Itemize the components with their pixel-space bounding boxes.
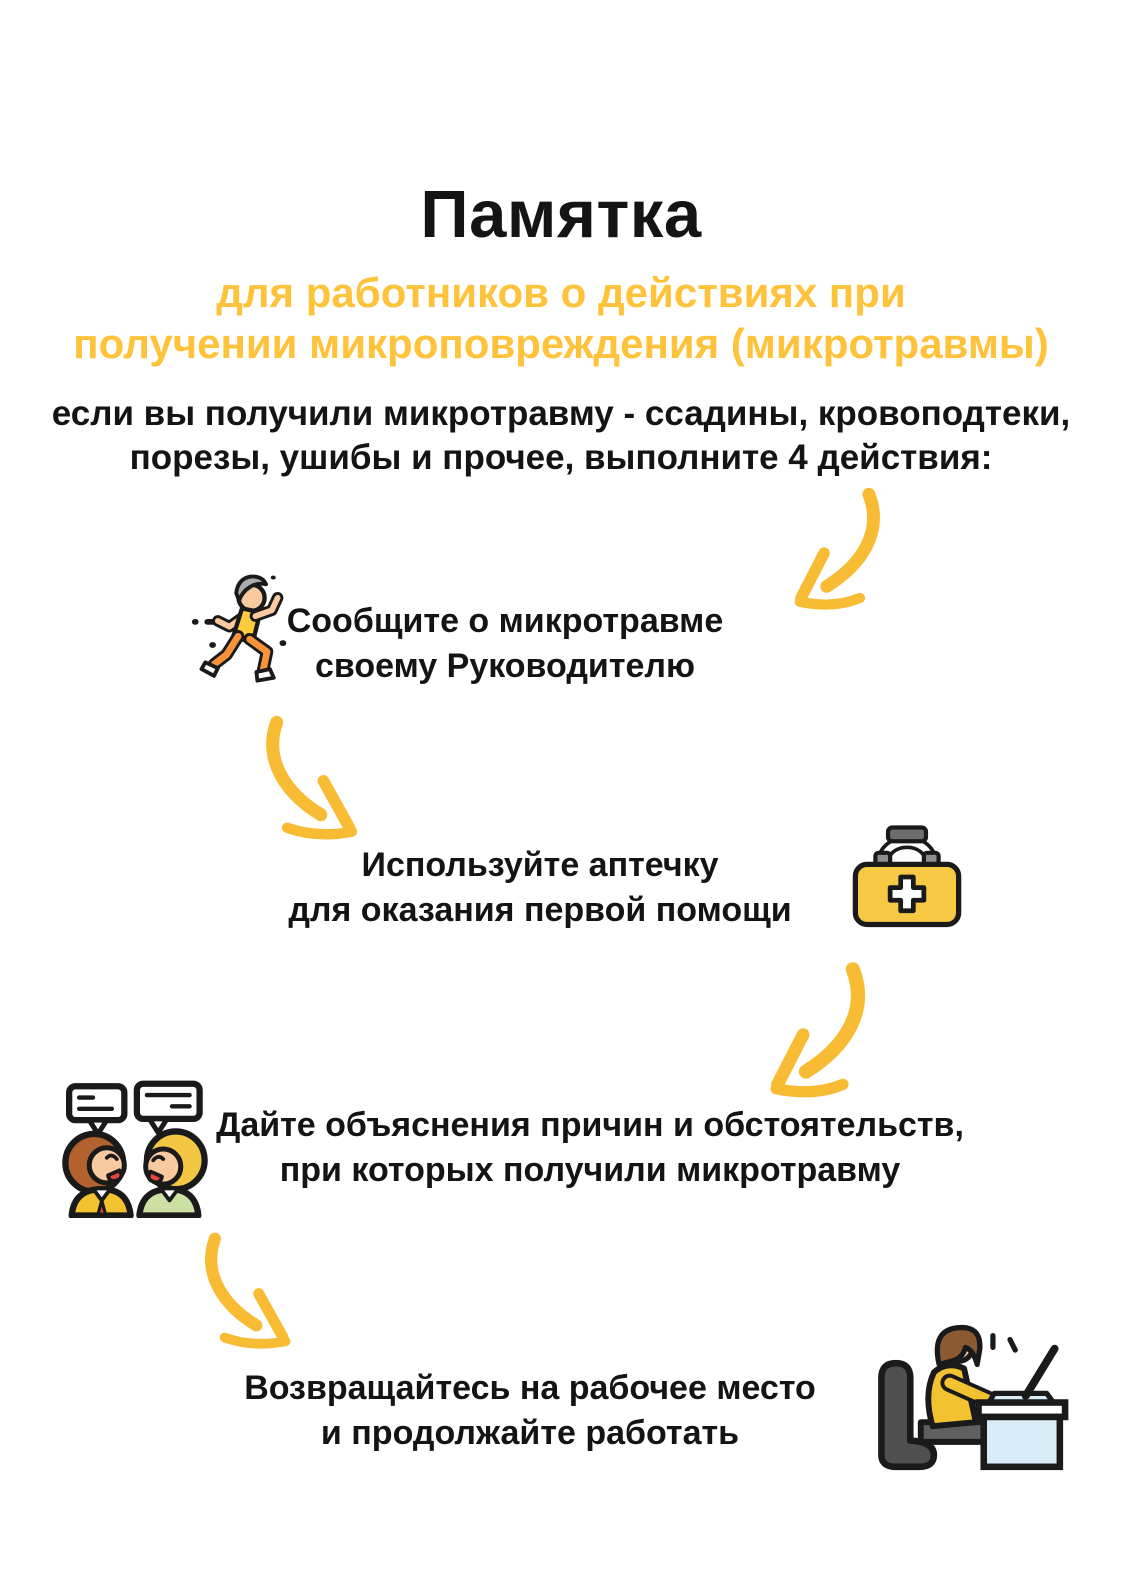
conversation-icon: [52, 1080, 218, 1218]
first-aid-kit-icon: [848, 820, 966, 932]
page-title: Памятка: [420, 177, 702, 252]
arrow-down-right-icon-2: [188, 1226, 310, 1354]
step-3-line-2: при которых получили микротравму: [279, 1151, 901, 1189]
step-3-line-1: Дайте объяснения причин и обстоятельств,: [216, 1106, 964, 1144]
workstation-icon: [862, 1312, 1074, 1476]
step-2-line-1: Используйте аптечку: [361, 846, 719, 884]
step-1-line-1: Сообщите о микротравме: [286, 602, 724, 640]
step-4-text: Возвращайтесь на рабочее место и продолж…: [228, 1366, 832, 1456]
arrow-down-left-icon-2: [752, 958, 894, 1100]
page-subtitle: для работников о действиях при получении…: [0, 267, 1122, 369]
subtitle-line-2: получении микроповреждения (микротравмы): [73, 320, 1049, 367]
arrow-down-right-icon-1: [238, 712, 388, 842]
subtitle-line-1: для работников о действиях при: [216, 269, 906, 316]
running-worker-icon: [188, 570, 294, 694]
step-1-text: Сообщите о микротравме своему Руководите…: [260, 599, 750, 689]
step-1-line-2: своему Руководителю: [314, 647, 696, 685]
step-2-line-2: для оказания первой помощи: [288, 891, 792, 929]
intro-text: если вы получили микротравму - ссадины, …: [0, 392, 1122, 480]
step-4-line-2: и продолжайте работать: [320, 1414, 740, 1452]
intro-line-1: если вы получили микротравму - ссадины, …: [51, 394, 1071, 433]
step-2-text: Используйте аптечку для оказания первой …: [278, 843, 802, 933]
step-3-text: Дайте объяснения причин и обстоятельств,…: [205, 1103, 975, 1193]
intro-line-2: порезы, ушибы и прочее, выполните 4 дейс…: [129, 438, 993, 477]
arrow-down-left-icon-1: [778, 482, 906, 614]
step-4-line-1: Возвращайтесь на рабочее место: [244, 1369, 816, 1407]
